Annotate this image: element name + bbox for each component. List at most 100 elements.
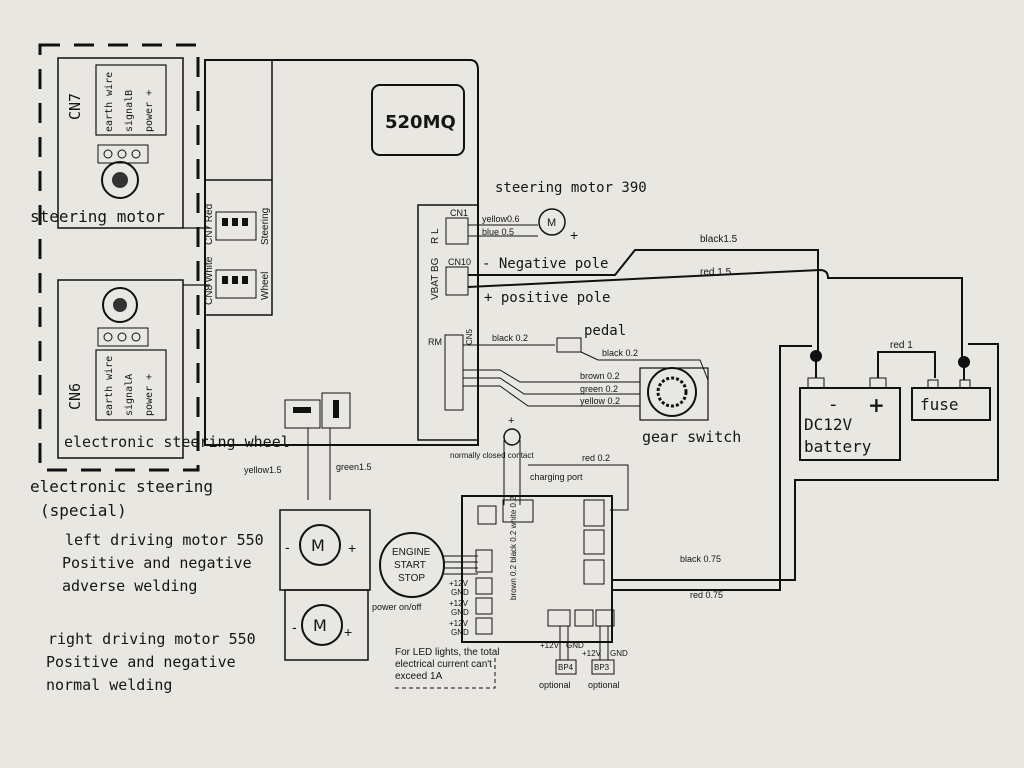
green02-label: green 0.2	[580, 384, 618, 394]
electronic-steering-subtitle: (special)	[40, 501, 127, 520]
bp3-label: BP3	[594, 663, 610, 672]
steering-module-outline	[38, 43, 200, 472]
board-12v-2: +12V	[449, 599, 469, 608]
right-motor-line2: Positive and negative	[46, 653, 236, 671]
led-note-l1: For LED lights, the total	[395, 647, 500, 658]
cn7-steering-motor-module: CN7 earth wire signalB power + steering …	[30, 57, 184, 229]
battery-minus: -	[830, 394, 837, 415]
cn7-connector-label: CN7 Red	[204, 204, 215, 245]
yellow02-label: yellow 0.2	[580, 396, 620, 406]
engine-l2: START	[394, 560, 426, 571]
yellow06-label: yellow0.6	[482, 214, 520, 224]
cn1-label: CN1	[450, 208, 468, 218]
svg-text:+: +	[344, 624, 352, 640]
board-12v-3: +12V	[449, 619, 469, 628]
svg-text:-: -	[285, 539, 290, 555]
left-motor-line2: Positive and negative	[62, 554, 252, 572]
yellow15-label: yellow1.5	[244, 465, 282, 475]
cn6-pin-power: power +	[144, 374, 155, 416]
left-motor-m: M	[311, 536, 325, 555]
cn6-box-label: CN6	[66, 383, 84, 410]
red075-label: red 0.75	[690, 590, 723, 600]
engine-l1: ENGINE	[392, 547, 431, 558]
engine-l3: STOP	[398, 573, 425, 584]
red1-label: red 1	[890, 340, 913, 351]
cn7-pin-earth: earth wire	[104, 72, 115, 132]
normally-closed-label: normally closed contact	[450, 451, 534, 460]
right-motor-m: M	[313, 616, 327, 635]
positive-pole-label: + positive pole	[484, 290, 610, 306]
board-wire-labels: brown 0.2 black 0.2 white 0.2	[509, 496, 518, 600]
black02a-label: black 0.2	[492, 333, 528, 343]
cn10-pins: VBAT BG	[430, 257, 441, 300]
cn7-pin-power: power +	[144, 90, 155, 132]
green15-label: green1.5	[336, 462, 372, 472]
left-motor-line1: left driving motor 550	[65, 531, 264, 549]
pedal-label: pedal	[584, 323, 626, 339]
fuse-label: fuse	[920, 395, 959, 414]
svg-text:+: +	[570, 227, 578, 243]
cn6-pin-signal: signalA	[124, 374, 135, 416]
cn10-label: CN10	[448, 257, 471, 267]
led-note-l3: exceed 1A	[395, 671, 443, 682]
steering-motor-390-icon	[538, 208, 566, 236]
engine-start-stop-button	[379, 532, 445, 598]
left-driving-motor: M - +	[279, 509, 371, 591]
right-driving-motor: M - +	[284, 589, 369, 661]
steering-wheel-icon	[102, 287, 138, 323]
steering-motor-icon	[101, 161, 139, 199]
battery-dc12v: - + DC12V battery	[799, 377, 901, 461]
cn6-steering-wheel-module: CN6 earth wire signalA power + electroni…	[57, 279, 290, 459]
cn5-label: CN5	[465, 328, 474, 345]
optional-1: optional	[539, 680, 571, 690]
svg-text:-: -	[292, 619, 297, 635]
negative-pole-label: - Negative pole	[482, 256, 608, 272]
controller-520mq: 520MQ CN7 Red Steering CN8 White Wheel C…	[204, 59, 479, 446]
right-motor-line3: normal welding	[46, 676, 172, 694]
gear-switch-icon	[647, 367, 697, 417]
red15-label: red 1.5	[700, 267, 732, 278]
steering-motor-label: steering motor	[30, 207, 165, 226]
bp4-gnd: GND	[566, 641, 584, 650]
board-gnd-2: GND	[451, 608, 469, 617]
motor-m-glyph: M	[547, 217, 556, 229]
black02b-label: black 0.2	[602, 348, 638, 358]
led-note-l2: electrical current can't	[395, 659, 492, 670]
board-gnd-3: GND	[451, 628, 469, 637]
svg-text:+: +	[508, 415, 514, 427]
charging-port-label: charging port	[530, 472, 583, 482]
left-motor-line3: adverse welding	[62, 577, 197, 595]
brown02-label: brown 0.2	[580, 371, 620, 381]
cn6-pin-earth: earth wire	[104, 356, 115, 416]
svg-text:+: +	[348, 540, 356, 556]
gear-switch-label: gear switch	[642, 428, 741, 446]
controller-model: 520MQ	[385, 112, 456, 133]
cn7-connector-tag: Steering	[260, 208, 271, 245]
cn7-pin-signal: signalB	[124, 90, 135, 132]
optional-2: optional	[588, 680, 620, 690]
blue05-label: blue 0.5	[482, 227, 514, 237]
battery-line2: battery	[804, 437, 872, 456]
power-onoff-label: power on/off	[372, 602, 422, 612]
cn1-pins: R L	[430, 228, 441, 244]
battery-line1: DC12V	[804, 415, 853, 434]
steering-motor-390-label: steering motor 390	[495, 180, 647, 196]
charging-board: brown 0.2 black 0.2 white 0.2 +12V GND +…	[449, 495, 615, 643]
rm-label: RM	[428, 337, 442, 347]
right-motor-line1: right driving motor 550	[48, 630, 256, 648]
fuse: fuse	[911, 379, 991, 421]
bp3-gnd: GND	[610, 649, 628, 658]
cn8-connector-label: CN8 White	[204, 256, 215, 305]
pedal-switch	[556, 337, 582, 353]
bp4-12v: +12V	[540, 641, 560, 650]
steering-wheel-label: electronic steering wheel	[64, 433, 290, 451]
bp3-12v: +12V	[582, 649, 602, 658]
black075-label: black 0.75	[680, 554, 721, 564]
board-12v-1: +12V	[449, 579, 469, 588]
electronic-steering-title: electronic steering	[30, 477, 213, 496]
cn8-connector-tag: Wheel	[260, 272, 271, 300]
battery-plus: +	[868, 393, 885, 417]
black15-label: black1.5	[700, 234, 738, 245]
red02-label: red 0.2	[582, 453, 610, 463]
